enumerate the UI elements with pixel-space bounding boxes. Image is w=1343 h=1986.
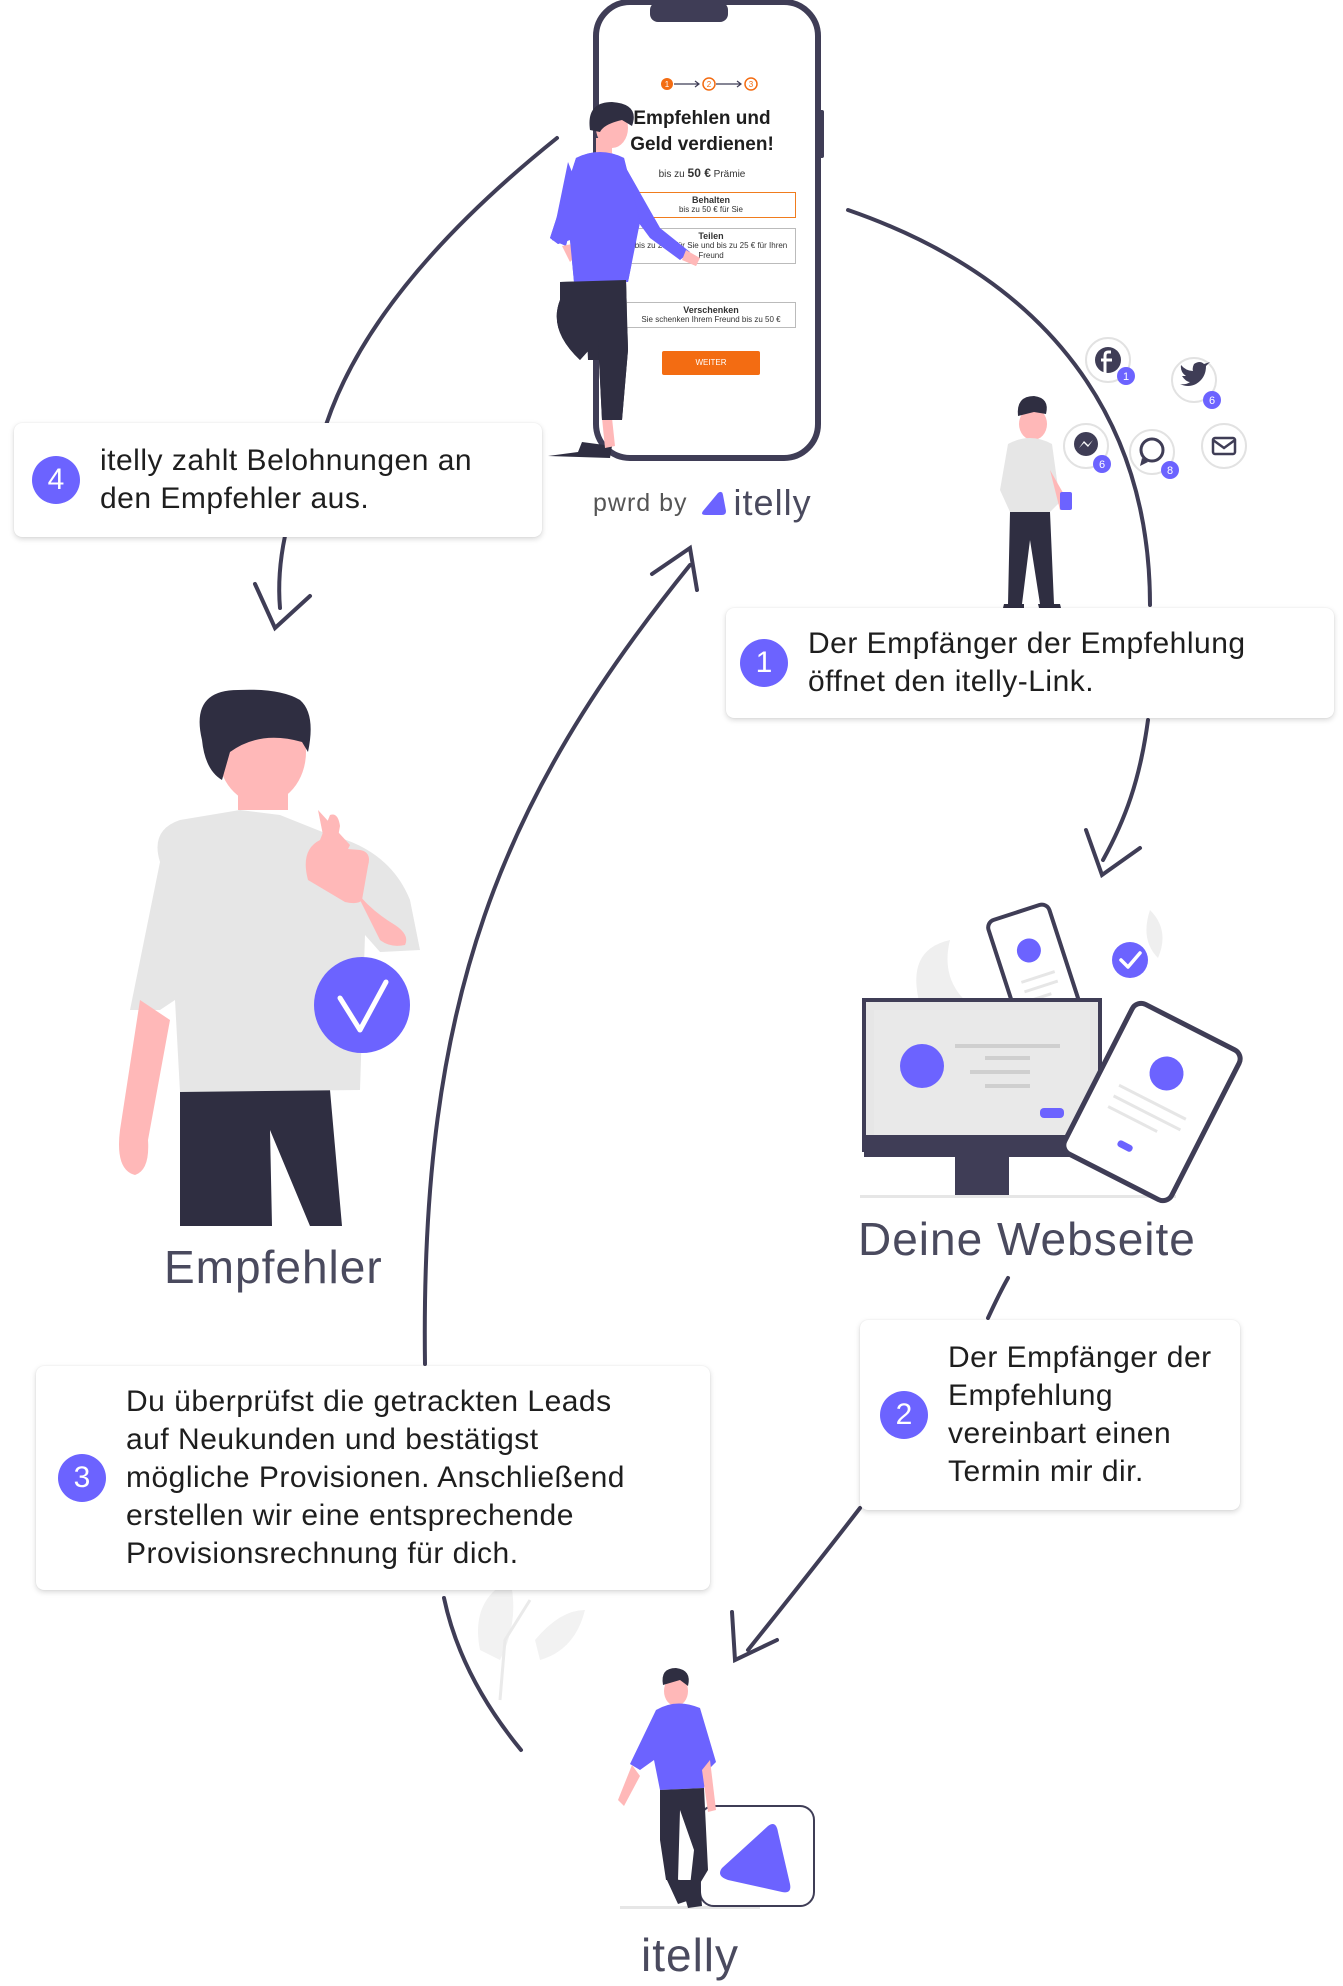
step-number-4: 4: [32, 456, 80, 504]
option-desc: bis zu 25 € für Sie und bis zu 25 € für …: [634, 241, 788, 260]
step-4-line-2: den Empfehler aus.: [100, 482, 370, 515]
checkmark-badge: [314, 957, 410, 1053]
step-number-3: 3: [58, 1454, 106, 1502]
powered-by-brand: itelly: [733, 482, 812, 523]
step-text-3: Du überprüfst die getrackten Leads auf N…: [126, 1383, 625, 1573]
phone-title: Empfehlen und Geld verdienen!: [604, 106, 800, 158]
premium-prefix: bis zu: [658, 169, 685, 180]
check-circle-icon: [1112, 942, 1148, 978]
messenger-badge: 6: [1063, 423, 1111, 473]
option-title: Verschenken: [683, 305, 739, 315]
premium-amount: 50 €: [687, 166, 711, 180]
monitor-device: [860, 998, 1176, 1198]
arc-box4-to-referrer: [277, 534, 287, 610]
step-box-4: 4 itelly zahlt Belohnungen an den Empfeh…: [14, 423, 542, 537]
phone-screen: 1 2 3 Empfehlen und Geld verdienen! bis …: [604, 70, 800, 450]
step-3-line-3: mögliche Provisionen. Anschließend: [126, 1461, 625, 1494]
step-marker-1: 1: [665, 80, 670, 89]
twitter-count: 6: [1209, 395, 1215, 407]
arc-box3-to-phone: [422, 563, 692, 1366]
tablet-device: [1061, 1000, 1243, 1204]
twitter-icon: [1180, 362, 1210, 386]
option-title: Teilen: [698, 231, 724, 241]
itelly-logo-icon: [720, 1824, 791, 1893]
step-marker-2: 2: [707, 80, 712, 89]
label-website: Deine Webseite: [858, 1213, 1196, 1265]
step-box-3: 3 Du überprüfst die getrackten Leads auf…: [36, 1366, 710, 1590]
label-referrer: Empfehler: [164, 1241, 383, 1293]
website-devices-illustration: [860, 902, 1243, 1204]
step-4-line-1: itelly zahlt Belohnungen an: [100, 444, 473, 477]
step-2-line-2: Empfehlung: [948, 1379, 1114, 1412]
step-1-line-2: öffnet den itelly-Link.: [808, 665, 1095, 698]
step-text-4: itelly zahlt Belohnungen an den Empfehle…: [100, 442, 472, 518]
social-badges: 1 6 6 8: [1063, 337, 1247, 479]
recipient-illustration: [1000, 396, 1072, 612]
option-title: Behalten: [691, 195, 730, 205]
label-itelly: itelly: [641, 1929, 740, 1981]
step-text-2: Der Empfänger der Empfehlung vereinbart …: [948, 1339, 1212, 1491]
step-2-line-1: Der Empfänger der: [948, 1341, 1212, 1374]
arc-box1-to-website: [1101, 718, 1150, 862]
step-1-line-1: Der Empfänger der Empfehlung: [808, 627, 1246, 660]
step-3-line-1: Du überprüfst die getrackten Leads: [126, 1385, 612, 1418]
whatsapp-icon: [1139, 437, 1165, 463]
whatsapp-count: 8: [1167, 465, 1173, 477]
mail-icon: [1211, 436, 1237, 456]
phone-title-line-1: Empfehlen und: [633, 108, 771, 129]
step-2-line-4: Termin mir dir.: [948, 1455, 1144, 1488]
arc-box2-to-itelly: [746, 1506, 862, 1652]
facebook-badge: 1: [1085, 337, 1135, 385]
step-box-1: 1 Der Empfänger der Empfehlung öffnet de…: [726, 608, 1334, 718]
option-verschenken[interactable]: Verschenken Sie schenken Ihrem Freund bi…: [626, 302, 796, 328]
referrer-illustration: [119, 689, 420, 1226]
option-desc: Sie schenken Ihrem Freund bis zu 50 €: [641, 315, 781, 324]
arc-website-to-box2: [986, 1276, 1010, 1320]
phone-title-line-2: Geld verdienen!: [630, 134, 774, 155]
check-icon: [337, 979, 389, 1033]
twitter-badge: 6: [1171, 357, 1221, 409]
arc-phone-to-recipient: [846, 208, 1152, 607]
option-teilen[interactable]: Teilen bis zu 25 € für Sie und bis zu 25…: [626, 228, 796, 264]
arc-phone-to-referrer: [320, 136, 559, 440]
whatsapp-badge: 8: [1129, 429, 1179, 479]
step-number-2: 2: [880, 1391, 928, 1439]
powered-by: pwrd by itelly: [593, 482, 812, 524]
phone-device: [986, 902, 1082, 1029]
messenger-count: 6: [1099, 459, 1105, 471]
step-number-1: 1: [740, 639, 788, 687]
arc-itelly-to-box3: [442, 1596, 523, 1752]
arrowhead-to-referrer: [253, 582, 312, 632]
arrowhead-to-phone: [650, 544, 699, 592]
option-desc: bis zu 50 € für Sie: [678, 205, 744, 214]
option-behalten[interactable]: Behalten bis zu 50 € für Sie: [626, 192, 796, 218]
facebook-count: 1: [1123, 371, 1129, 383]
step-3-line-4: erstellen wir eine entsprechende: [126, 1499, 574, 1532]
step-marker-3: 3: [749, 80, 754, 89]
itelly-logo-small-icon: [701, 491, 726, 515]
step-text-1: Der Empfänger der Empfehlung öffnet den …: [808, 625, 1246, 701]
powered-by-prefix: pwrd by: [593, 488, 688, 517]
cycle-arrows: [253, 136, 1152, 1752]
arrowhead-to-itelly: [730, 1610, 779, 1664]
weiter-button[interactable]: WEITER: [662, 351, 760, 375]
mail-badge: [1201, 423, 1247, 469]
arrowhead-to-website: [1084, 828, 1142, 879]
premium-suffix: Prämie: [713, 169, 746, 180]
itelly-illustration: [478, 1580, 815, 1909]
step-2-line-3: vereinbart einen: [948, 1417, 1172, 1450]
step-3-line-2: auf Neukunden und bestätigst: [126, 1423, 539, 1456]
progress-steps: 1 2 3: [661, 77, 758, 91]
premium-text: bis zu 50 € Prämie: [604, 166, 800, 180]
step-3-line-5: Provisionsrechnung für dich.: [126, 1537, 519, 1570]
step-box-2: 2 Der Empfänger der Empfehlung vereinbar…: [860, 1320, 1240, 1510]
